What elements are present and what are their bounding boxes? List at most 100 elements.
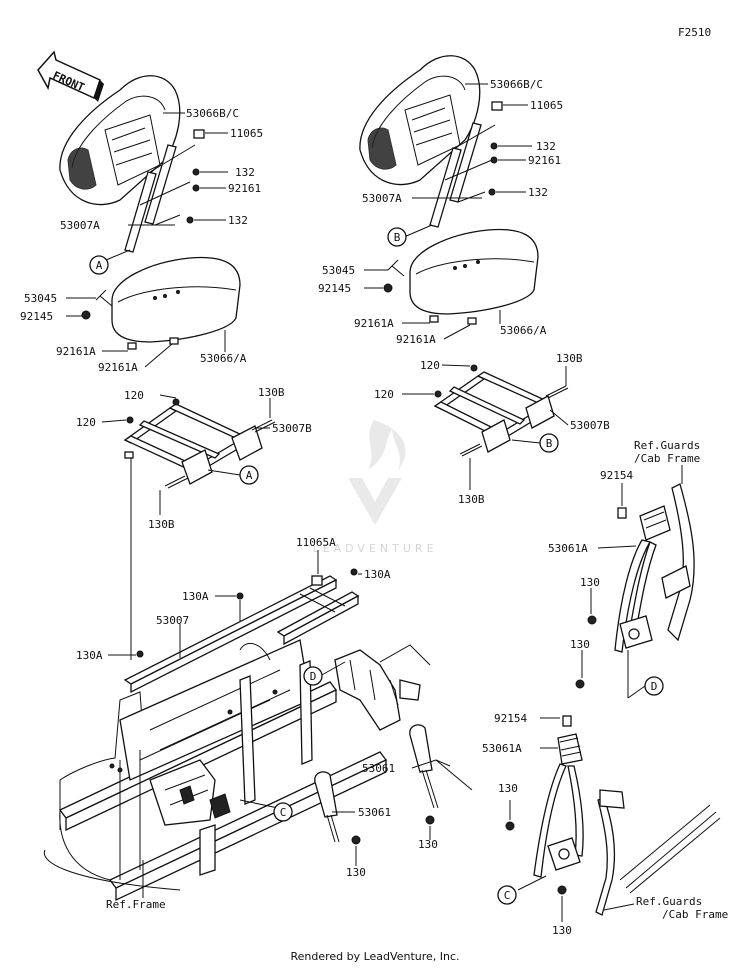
callout-a-2: A xyxy=(239,465,259,485)
svg-text:D: D xyxy=(651,680,658,693)
label-92145-right: 92145 xyxy=(318,282,351,295)
leader-lines-belt-upper xyxy=(581,465,683,699)
label-130-5: 130 xyxy=(498,782,518,795)
label-130b-left-b: 130B xyxy=(148,518,175,531)
seat-slider-right xyxy=(433,364,569,457)
label-132-right-b: 132 xyxy=(528,186,548,199)
label-53061-1: 53061 xyxy=(362,762,395,775)
callout-d-2: D xyxy=(644,676,664,696)
label-120-right-b: 120 xyxy=(374,388,394,401)
label-130b-right-b: 130B xyxy=(458,493,485,506)
cap-11065-left xyxy=(193,129,205,139)
label-11065a: 11065A xyxy=(296,536,336,549)
label-92161a-left-b: 92161A xyxy=(98,361,138,374)
leader-lines-right-cushion xyxy=(364,269,501,340)
callout-b-2: B xyxy=(539,433,559,453)
svg-text:C: C xyxy=(504,889,511,902)
label-ref-guards-1b: /Cab Frame xyxy=(634,452,700,465)
label-53007b-right: 53007B xyxy=(570,419,610,432)
label-92161-right: 92161 xyxy=(528,154,561,167)
callout-b-1: B xyxy=(387,227,407,247)
seat-slider-left xyxy=(123,398,276,489)
label-53066bc-left: 53066B/C xyxy=(186,107,239,120)
label-53007b-left: 53007B xyxy=(272,422,312,435)
label-53061a-2: 53061A xyxy=(482,742,522,755)
callout-c-1: C xyxy=(273,802,293,822)
svg-text:A: A xyxy=(96,259,103,272)
leader-lines-right-back xyxy=(403,83,532,238)
label-120-right-a: 120 xyxy=(420,359,440,372)
label-53007: 53007 xyxy=(156,614,189,627)
seat-belt-lower xyxy=(505,715,721,916)
svg-text:A: A xyxy=(246,469,253,482)
label-132-right-a: 132 xyxy=(536,140,556,153)
seat-belt-buckle-2 xyxy=(314,771,361,845)
callout-d-1: D xyxy=(303,666,323,686)
label-11065-left: 11065 xyxy=(230,127,263,140)
watermark: LEADVENTURE xyxy=(313,420,438,555)
svg-text:C: C xyxy=(280,806,287,819)
leader-lines-right-slider xyxy=(402,364,569,490)
label-130-1: 130 xyxy=(418,838,438,851)
label-ref-guards-1a: Ref.Guards xyxy=(634,439,700,452)
label-53066a-left: 53066/A xyxy=(200,352,247,365)
footer-credit: Rendered by LeadVenture, Inc. xyxy=(290,950,460,963)
label-ref-guards-2a: Ref.Guards xyxy=(636,895,702,908)
label-92161a-left-a: 92161A xyxy=(56,345,96,358)
label-53066a-right: 53066/A xyxy=(500,324,547,337)
label-92161a-right-b: 92161A xyxy=(396,333,436,346)
seat-base-rail xyxy=(123,568,360,694)
svg-text:B: B xyxy=(394,231,401,244)
seat-back-bracket-right xyxy=(429,101,503,228)
label-92161-left: 92161 xyxy=(228,182,261,195)
label-53061a-1: 53061A xyxy=(548,542,588,555)
label-53045-left: 53045 xyxy=(24,292,57,305)
leader-lines-frame xyxy=(142,661,346,898)
front-arrow: FRONT xyxy=(37,50,104,102)
label-132-left-a: 132 xyxy=(235,166,255,179)
leader-lines-belt-lower xyxy=(509,717,635,922)
label-53007a-right: 53007A xyxy=(362,192,402,205)
leader-lines-left-back xyxy=(105,112,228,261)
label-53045-right: 53045 xyxy=(322,264,355,277)
label-130b-right-a: 130B xyxy=(556,352,583,365)
seat-back-bracket-left xyxy=(124,129,205,253)
leader-lines-rail xyxy=(108,550,362,658)
label-92154-2: 92154 xyxy=(494,712,527,725)
label-130a-2: 130A xyxy=(182,590,209,603)
seat-belt-buckle-1 xyxy=(409,724,439,825)
callout-c-2: C xyxy=(497,885,517,905)
label-ref-guards-2b: /Cab Frame xyxy=(662,908,728,921)
label-120-left-a: 120 xyxy=(124,389,144,402)
callout-a-1: A xyxy=(89,255,109,275)
svg-text:B: B xyxy=(546,437,553,450)
label-92145-left: 92145 xyxy=(20,310,53,323)
label-130-3: 130 xyxy=(580,576,600,589)
svg-text:D: D xyxy=(310,670,317,683)
diagram-code: F2510 xyxy=(678,26,711,39)
label-120-left-b: 120 xyxy=(76,416,96,429)
seat-cushion-right xyxy=(383,228,539,325)
cap-11065a xyxy=(311,575,323,586)
label-53061-2: 53061 xyxy=(358,806,391,819)
label-132-left-b: 132 xyxy=(228,214,248,227)
seat-back-right xyxy=(359,55,481,186)
label-53066bc-right: 53066B/C xyxy=(490,78,543,91)
label-130-2: 130 xyxy=(346,866,366,879)
seat-cushion-left xyxy=(81,256,241,350)
leader-lines-left-cushion xyxy=(66,297,226,368)
label-130b-left-a: 130B xyxy=(258,386,285,399)
label-130a-3: 130A xyxy=(76,649,103,662)
label-130-4: 130 xyxy=(570,638,590,651)
watermark-text: LEADVENTURE xyxy=(313,542,438,555)
seat-belt-upper xyxy=(575,483,695,689)
label-53007a-left: 53007A xyxy=(60,219,100,232)
label-130a-1: 130A xyxy=(364,568,391,581)
label-92161a-right-a: 92161A xyxy=(354,317,394,330)
label-130-6: 130 xyxy=(552,924,572,937)
label-11065-right: 11065 xyxy=(530,99,563,112)
leader-lines-left-slider xyxy=(101,394,271,660)
leader-lines-buckles xyxy=(332,759,473,866)
label-92154-1: 92154 xyxy=(600,469,633,482)
